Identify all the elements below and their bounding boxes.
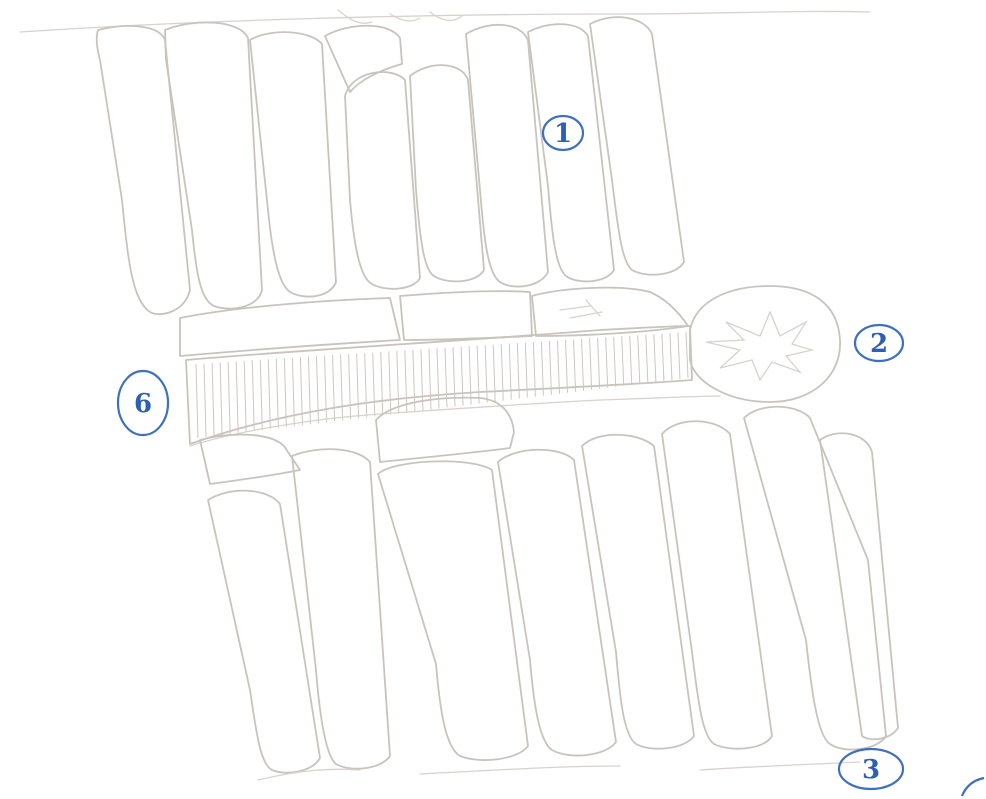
hatch-line xyxy=(349,354,351,419)
hatch-line xyxy=(469,346,471,404)
hatch-line xyxy=(678,333,680,379)
hatch-line xyxy=(686,332,688,378)
hatch-line xyxy=(373,352,375,416)
hatch-line xyxy=(493,345,495,402)
hatch-line xyxy=(244,361,246,432)
hatch-line xyxy=(485,345,487,402)
hatch-line xyxy=(622,336,624,386)
hatch-line xyxy=(638,335,640,384)
cell xyxy=(208,491,320,773)
middle-region xyxy=(180,286,840,446)
cell xyxy=(498,450,616,756)
hatch-line xyxy=(276,359,278,428)
hatch-line xyxy=(300,357,302,425)
hatch-line xyxy=(582,339,584,391)
hatch-line xyxy=(228,362,230,434)
hatch-line xyxy=(405,350,407,412)
hatch-line xyxy=(501,344,503,401)
annotation-edge-mark xyxy=(962,778,984,796)
hatch-line xyxy=(614,337,616,387)
hatch-line xyxy=(389,351,391,414)
annotation-3: 3 xyxy=(839,749,903,789)
hatch-line xyxy=(541,341,543,395)
hatch-line xyxy=(606,337,608,388)
cell xyxy=(582,435,694,749)
annotation-1: 1 xyxy=(543,116,583,150)
hatch-line xyxy=(574,339,576,391)
hatch-line xyxy=(252,360,254,431)
cell xyxy=(376,398,514,462)
hatch-line xyxy=(341,355,343,421)
cell xyxy=(466,25,548,287)
hatch-line xyxy=(646,335,648,383)
lower-cell-row xyxy=(200,398,898,780)
hatch-line xyxy=(549,341,551,395)
cell xyxy=(820,433,898,739)
hatch-line xyxy=(461,347,463,406)
cell-hatch xyxy=(560,300,602,318)
annotation-2: 2 xyxy=(855,325,903,361)
hatch-line xyxy=(557,340,559,393)
cell xyxy=(345,72,420,289)
cell xyxy=(662,421,772,748)
hatch-line xyxy=(662,334,664,381)
hatch-line xyxy=(566,340,568,393)
cell xyxy=(200,435,300,484)
cell xyxy=(250,32,336,296)
hatch-line xyxy=(236,361,238,433)
annotation-label: 3 xyxy=(862,755,880,785)
hatch-line xyxy=(308,357,310,425)
hatch-line xyxy=(268,359,270,429)
hatch-line xyxy=(381,352,383,415)
annotation-6: 6 xyxy=(118,371,168,435)
hatch-line xyxy=(316,356,318,423)
hatch-line xyxy=(333,355,335,421)
upper-cell-row xyxy=(97,10,684,314)
hatch-line xyxy=(397,351,399,414)
cell xyxy=(325,26,402,92)
cell xyxy=(165,22,262,308)
cell xyxy=(528,24,614,281)
hatch-line xyxy=(220,362,222,435)
hatch-line xyxy=(590,338,592,390)
small-cell xyxy=(400,291,532,340)
hatch-line xyxy=(260,360,262,430)
top-edge-line xyxy=(20,11,870,32)
round-body-star xyxy=(706,312,812,380)
hatch-line xyxy=(365,353,367,417)
hatch-line xyxy=(654,334,656,382)
hatch-line xyxy=(325,356,327,423)
annotation-label: 6 xyxy=(134,389,152,419)
hatch-line xyxy=(477,346,479,404)
annotation-label: 2 xyxy=(870,329,888,359)
hatch-line xyxy=(204,363,206,437)
hatch-line xyxy=(196,364,198,438)
cell xyxy=(97,26,190,314)
hatch-line xyxy=(630,336,632,385)
bottom-edge xyxy=(258,762,860,780)
hatch-line xyxy=(598,338,600,389)
hatch-line xyxy=(357,354,359,419)
cell xyxy=(292,449,390,769)
annotation-label: 1 xyxy=(554,119,572,149)
hatch-line xyxy=(212,363,214,436)
cell xyxy=(744,407,886,750)
cell xyxy=(410,65,484,281)
cell xyxy=(590,17,684,275)
hatch-line xyxy=(670,333,672,380)
